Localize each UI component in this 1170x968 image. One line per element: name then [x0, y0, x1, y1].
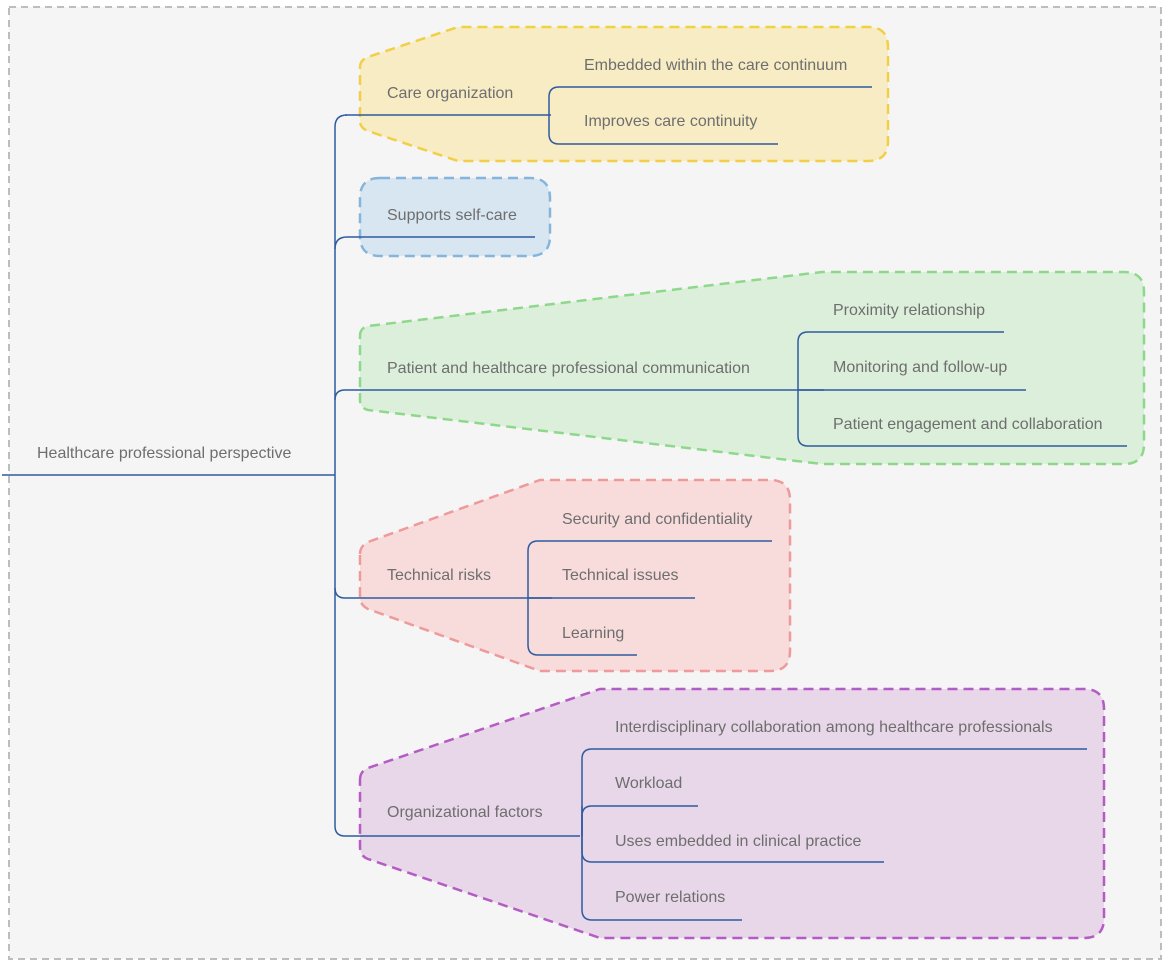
child-label-embedded-care-continuum: Embedded within the care continuum — [584, 57, 847, 74]
group-label-patient-communication: Patient and healthcare professional comm… — [387, 360, 750, 377]
child-label-workload: Workload — [615, 775, 682, 792]
child-label-uses-clinical-practice: Uses embedded in clinical practice — [615, 833, 861, 850]
group-shape-care-organization — [358, 25, 890, 163]
group-label-technical-risks: Technical risks — [387, 567, 491, 584]
group-shape-patient-communication — [358, 270, 1146, 466]
group-label-supports-self-care: Supports self-care — [387, 207, 517, 224]
group-label-care-organization: Care organization — [387, 85, 513, 102]
child-label-interdisciplinary-collaboration: Interdisciplinary collaboration among he… — [615, 719, 1053, 736]
child-label-power-relations: Power relations — [615, 889, 725, 906]
child-label-monitoring-follow-up: Monitoring and follow-up — [833, 359, 1007, 376]
child-label-technical-issues: Technical issues — [562, 567, 679, 584]
child-label-security-confidentiality: Security and confidentiality — [562, 511, 752, 528]
child-label-learning: Learning — [562, 625, 624, 642]
root-label: Healthcare professional perspective — [37, 445, 291, 462]
group-label-organizational-factors: Organizational factors — [387, 804, 543, 821]
connector-lines — [2, 86, 1127, 921]
child-label-proximity-relationship: Proximity relationship — [833, 302, 985, 319]
child-label-improves-care-continuity: Improves care continuity — [584, 113, 757, 130]
group-shape-technical-risks — [358, 478, 792, 673]
group-shape-organizational-factors — [358, 687, 1106, 940]
child-label-patient-engagement: Patient engagement and collaboration — [833, 416, 1103, 433]
